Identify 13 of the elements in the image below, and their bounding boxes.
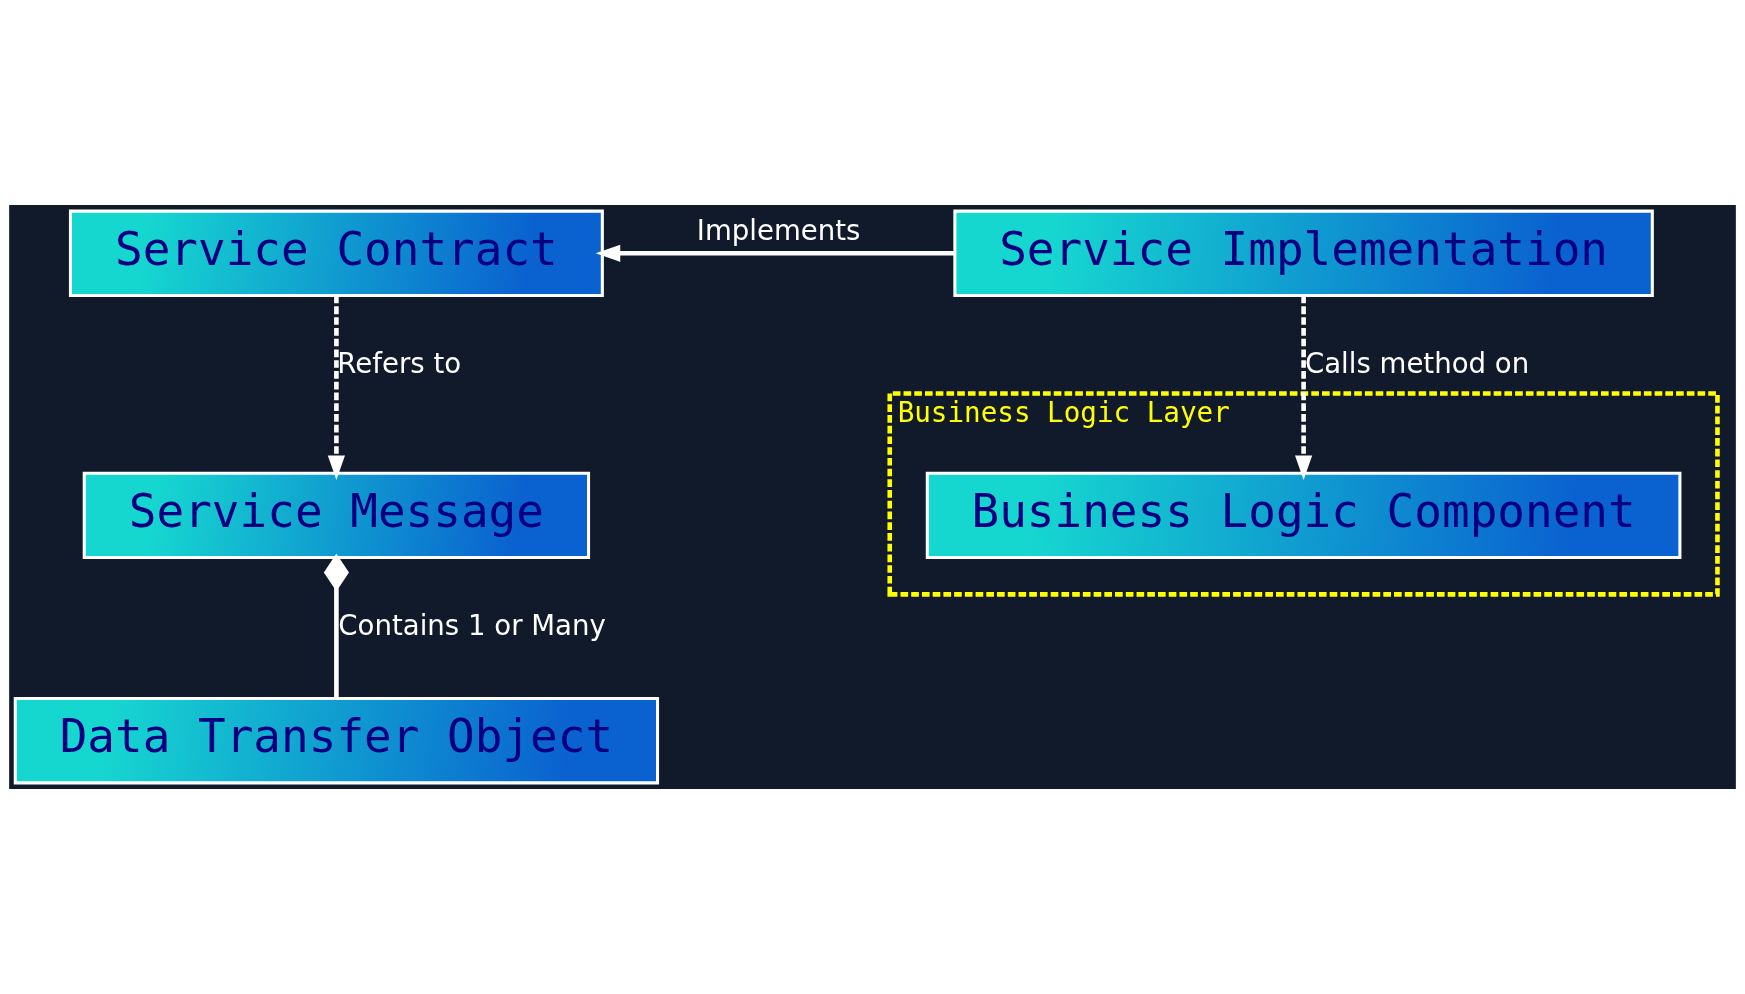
arrow bbox=[595, 244, 955, 262]
edge-label: Calls method on bbox=[1304, 346, 1530, 380]
connector bbox=[323, 553, 349, 698]
node-box: Service Contract bbox=[68, 209, 604, 297]
edge-label: Contains 1 or Many bbox=[338, 608, 606, 642]
node-box: Business Logic Component bbox=[925, 471, 1682, 560]
arrow bbox=[1295, 295, 1313, 480]
edge-label: Refers to bbox=[337, 346, 462, 380]
node-box: Data Transfer Object bbox=[13, 697, 660, 785]
arrow bbox=[327, 295, 345, 480]
node-box: Service Message bbox=[82, 471, 591, 560]
node-box: Service Implementation bbox=[953, 209, 1654, 297]
edge-label: Implements bbox=[696, 214, 861, 248]
